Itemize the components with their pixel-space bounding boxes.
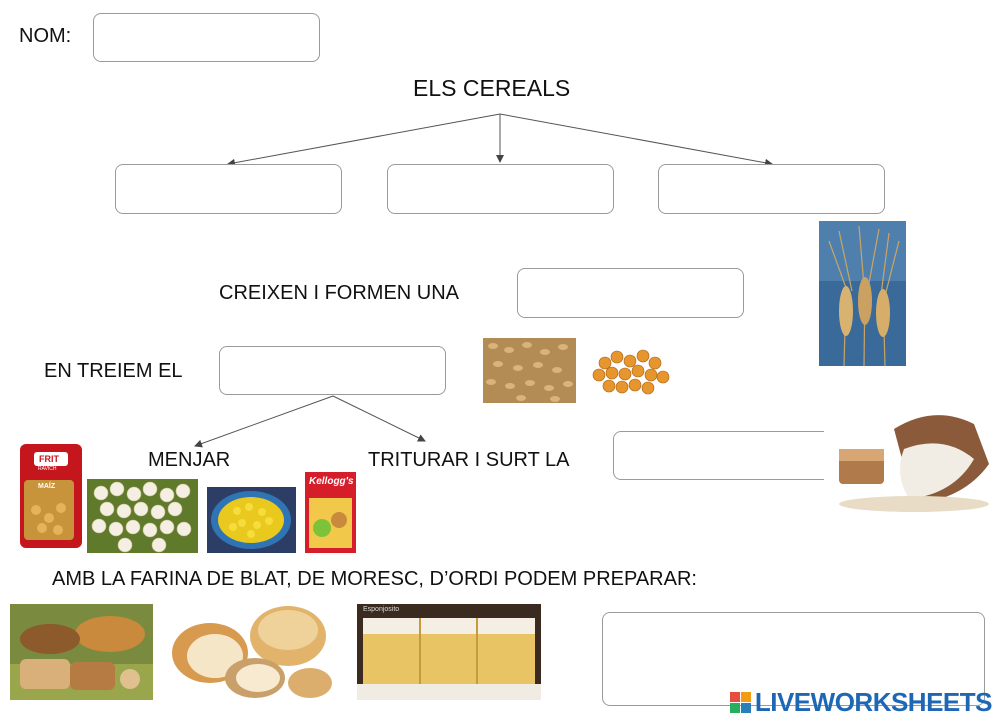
breads-photo bbox=[10, 604, 153, 700]
cake-caption: Esponjosito bbox=[363, 606, 400, 613]
frit-sub: RAVICH bbox=[38, 466, 57, 472]
cereal-answer-2[interactable] bbox=[387, 164, 614, 214]
arrow-right bbox=[499, 113, 773, 167]
name-label: NOM: bbox=[19, 25, 72, 47]
cereal-answer-3[interactable] bbox=[658, 164, 885, 214]
name-input[interactable] bbox=[93, 13, 320, 62]
grows-answer[interactable] bbox=[517, 268, 744, 318]
prepare-label: AMB LA FARINA DE BLAT, DE MORESC, D’ORDI… bbox=[52, 568, 697, 590]
grows-label: CREIXEN I FORMEN UNA bbox=[219, 282, 460, 304]
recipes-answer[interactable] bbox=[602, 612, 985, 706]
diagram-title: ELS CEREALS bbox=[413, 75, 571, 101]
sliced-bread-photo bbox=[160, 598, 337, 704]
grind-label: TRITURAR I SURT LA bbox=[368, 449, 570, 471]
corn-snack-bag-photo: FRIT RAVICH MAÍZ bbox=[16, 440, 86, 551]
wheat-photo bbox=[819, 221, 906, 366]
flour-sack-photo bbox=[824, 404, 992, 514]
cereal-brand: Kellogg's bbox=[309, 476, 354, 487]
arrow-left bbox=[227, 113, 501, 167]
extract-label: EN TREIEM EL bbox=[44, 360, 183, 382]
liveworksheets-logo: LIVEWORKSHEETS bbox=[729, 687, 993, 718]
corn-kernels-photo bbox=[585, 343, 675, 401]
sponge-cake-photo: Esponjosito bbox=[357, 604, 541, 700]
eat-label: MENJAR bbox=[148, 449, 231, 471]
arrow-grind bbox=[332, 395, 426, 442]
cereal-answer-1[interactable] bbox=[115, 164, 342, 214]
logo-icon bbox=[729, 692, 751, 713]
frit-brand: FRIT bbox=[39, 454, 59, 464]
sweetcorn-photo bbox=[207, 487, 296, 553]
arrow-eat bbox=[194, 395, 334, 448]
grind-answer[interactable] bbox=[613, 431, 840, 480]
cereal-box-photo: Kellogg's bbox=[303, 470, 358, 555]
extract-answer[interactable] bbox=[219, 346, 446, 395]
wheat-grains-photo bbox=[483, 338, 576, 403]
popcorn-photo bbox=[87, 479, 198, 553]
frit-label: MAÍZ bbox=[38, 483, 56, 490]
logo-text: LIVEWORKSHEETS bbox=[754, 687, 993, 717]
